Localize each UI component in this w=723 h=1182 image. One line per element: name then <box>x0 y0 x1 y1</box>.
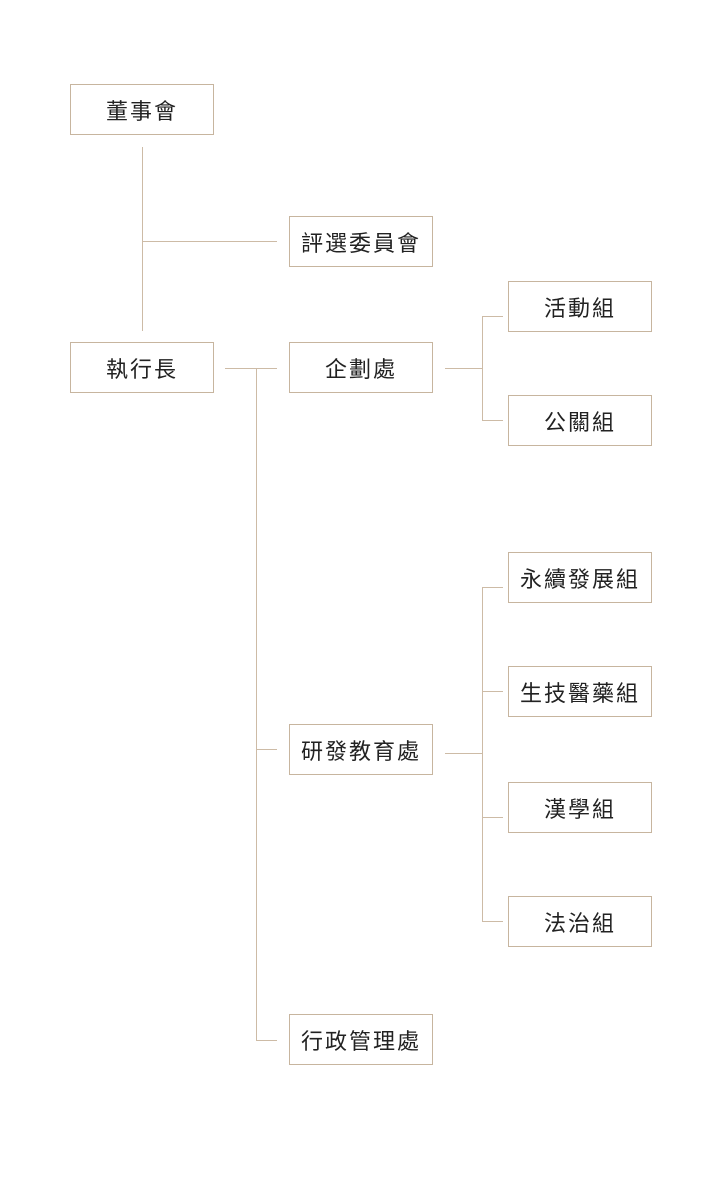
node-biotech-group[interactable]: 生技醫藥組 <box>508 666 652 717</box>
node-admin-office[interactable]: 行政管理處 <box>289 1014 433 1065</box>
node-review-committee[interactable]: 評選委員會 <box>289 216 433 267</box>
node-board[interactable]: 董事會 <box>70 84 214 135</box>
node-rnd-office[interactable]: 研發教育處 <box>289 724 433 775</box>
node-sinology-group[interactable]: 漢學組 <box>508 782 652 833</box>
node-ceo[interactable]: 執行長 <box>70 342 214 393</box>
node-planning-office[interactable]: 企劃處 <box>289 342 433 393</box>
node-law-group[interactable]: 法治組 <box>508 896 652 947</box>
node-activities-group[interactable]: 活動組 <box>508 281 652 332</box>
node-pr-group[interactable]: 公關組 <box>508 395 652 446</box>
node-sustainability-group[interactable]: 永續發展組 <box>508 552 652 603</box>
